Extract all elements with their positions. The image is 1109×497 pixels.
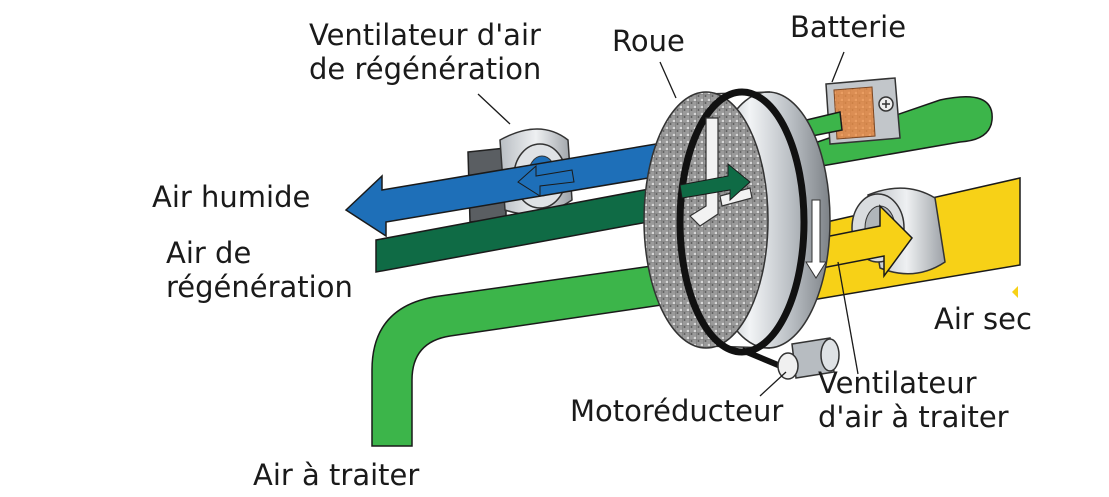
- motor-label: Motoréducteur: [570, 394, 784, 428]
- process-air-label: Air à traiter: [253, 458, 420, 492]
- dry-air-arrow: [819, 204, 913, 279]
- dry-air-label: Air sec: [934, 302, 1032, 336]
- humid-air-label: Air humide: [152, 180, 311, 214]
- gear-motor-icon: [777, 337, 840, 380]
- regen-air-label: Air de régénération: [166, 236, 353, 304]
- wheel-label: Roue: [612, 24, 685, 58]
- desiccant-wheel-icon: [643, 88, 831, 373]
- regen-fan-label: Ventilateur d'air de régénération: [309, 18, 542, 86]
- leader-lines: [477, 51, 859, 397]
- battery-label: Batterie: [790, 10, 907, 44]
- process-fan-label: Ventilateur d'air à traiter: [818, 366, 1009, 434]
- heater-battery-icon: [825, 77, 901, 145]
- humid-air-arrow: [344, 139, 685, 238]
